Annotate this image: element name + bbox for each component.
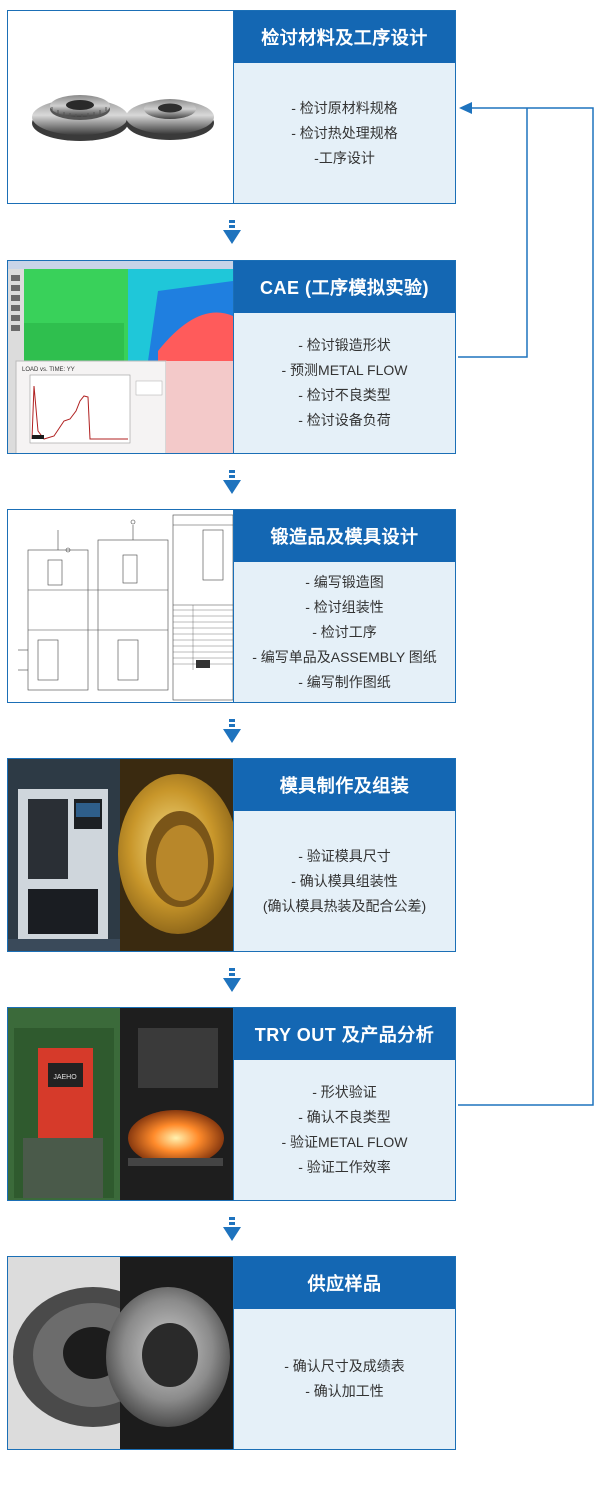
step-3-panel: 锻造品及模具设计 - 编写锻造图 - 检讨组装性 - 检讨工序 - 编写单品及A… (233, 510, 455, 702)
down-arrow-icon (223, 470, 241, 494)
die-design-drawing-image (8, 510, 233, 702)
step-1-item: - 检讨原材料规格 (291, 99, 398, 116)
step-3-item: - 编写锻造图 (305, 573, 384, 590)
step-4: 模具制作及组装 - 验证模具尺寸 - 确认模具组装性 (确认模具热装及配合公差) (7, 758, 456, 952)
forged-gear-blanks-image (8, 11, 233, 203)
step-6: 供应样品 - 确认尺寸及成绩表 - 确认加工性 (7, 1256, 456, 1450)
step-4-title: 模具制作及组装 (234, 759, 455, 811)
step-2-panel: CAE (工序模拟实验) - 检讨锻造形状 - 预测METAL FLOW - 检… (233, 261, 455, 453)
step-3-title: 锻造品及模具设计 (234, 510, 455, 562)
down-arrow-icon (223, 1217, 241, 1241)
step-3-item: - 检讨工序 (312, 623, 377, 640)
step-5-item: - 形状验证 (312, 1084, 377, 1100)
step-1-title: 检讨材料及工序设计 (234, 11, 455, 63)
step-2-item: - 检讨锻造形状 (298, 337, 391, 353)
step-1-items: - 检讨原材料规格 - 检讨热处理规格 -工序设计 (234, 63, 455, 203)
step-4-items: - 验证模具尺寸 - 确认模具组装性 (确认模具热装及配合公差) (234, 811, 455, 951)
loop-arrowhead-icon (459, 102, 472, 114)
step-3-item: - 编写单品及ASSEMBLY 图纸 (252, 648, 437, 665)
step-3-item: - 编写制作图纸 (298, 673, 391, 690)
cae-chart-title: LOAD vs. TIME: YY (22, 367, 75, 373)
step-2-item: - 检讨不良类型 (298, 387, 391, 403)
step-5-title: TRY OUT 及产品分析 (234, 1008, 455, 1060)
step-3: 锻造品及模具设计 - 编写锻造图 - 检讨组装性 - 检讨工序 - 编写单品及A… (7, 509, 456, 703)
step-5-panel: TRY OUT 及产品分析 - 形状验证 - 确认不良类型 - 验证METAL … (233, 1008, 455, 1200)
down-arrow-icon (223, 968, 241, 992)
step-2-item: - 预测METAL FLOW (281, 362, 408, 378)
step-2-items: - 检讨锻造形状 - 预测METAL FLOW - 检讨不良类型 - 检讨设备负… (234, 313, 455, 453)
loop-line-from-tryout (458, 107, 594, 1106)
step-1: 检讨材料及工序设计 - 检讨原材料规格 - 检讨热处理规格 -工序设计 (7, 10, 456, 204)
step-6-title: 供应样品 (234, 1257, 455, 1309)
step-6-item: - 确认尺寸及成绩表 (284, 1358, 405, 1374)
step-3-item: - 检讨组装性 (305, 598, 384, 615)
step-6-panel: 供应样品 - 确认尺寸及成绩表 - 确认加工性 (233, 1257, 455, 1449)
step-6-items: - 确认尺寸及成绩表 - 确认加工性 (234, 1309, 455, 1449)
step-4-item: (确认模具热装及配合公差) (262, 897, 427, 914)
down-arrow-icon (223, 220, 241, 244)
step-2-item: - 检讨设备负荷 (298, 412, 391, 428)
cae-simulation-image: LOAD vs. TIME: YY (8, 261, 233, 453)
loop-line-from-cae (458, 108, 528, 358)
step-2: LOAD vs. TIME: YY CAE (工序模拟实验) - 检讨锻造形状 … (7, 260, 456, 454)
die-manufacturing-photo (8, 759, 233, 951)
step-3-items: - 编写锻造图 - 检讨组装性 - 检讨工序 - 编写单品及ASSEMBLY 图… (234, 562, 455, 702)
step-2-title: CAE (工序模拟实验) (234, 261, 455, 313)
down-arrow-icon (223, 719, 241, 743)
forged-samples-photo (8, 1257, 233, 1449)
step-5-item: - 验证工作效率 (298, 1159, 391, 1175)
step-6-item: - 确认加工性 (305, 1383, 384, 1399)
try-out-photo: JAEHO (8, 1008, 233, 1200)
step-5-item: - 确认不良类型 (298, 1109, 391, 1125)
step-5-items: - 形状验证 - 确认不良类型 - 验证METAL FLOW - 验证工作效率 (234, 1060, 455, 1200)
step-5: JAEHO TRY OUT 及产品分析 - 形状验证 - 确认不良类型 - 验证… (7, 1007, 456, 1201)
step-1-panel: 检讨材料及工序设计 - 检讨原材料规格 - 检讨热处理规格 -工序设计 (233, 11, 455, 203)
step-4-item: - 验证模具尺寸 (298, 847, 391, 864)
step-1-item: -工序设计 (314, 149, 375, 166)
step-4-panel: 模具制作及组装 - 验证模具尺寸 - 确认模具组装性 (确认模具热装及配合公差) (233, 759, 455, 951)
step-4-item: - 确认模具组装性 (291, 872, 398, 889)
step-5-item: - 验证METAL FLOW (281, 1134, 408, 1150)
press-brand-label: JAEHO (53, 1074, 77, 1081)
step-1-item: - 检讨热处理规格 (291, 124, 398, 141)
